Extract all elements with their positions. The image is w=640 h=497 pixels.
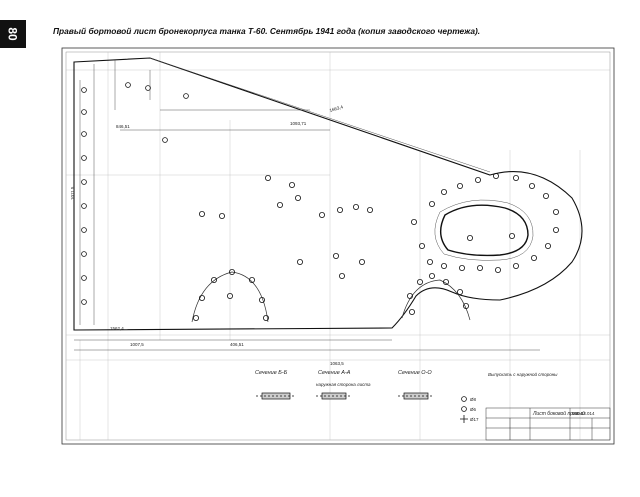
legend-label: Ø6 (470, 407, 477, 412)
page-number-tab: 80 (0, 20, 26, 48)
legend-symbols (460, 396, 468, 423)
bolt-holes (183, 93, 560, 321)
dimension-label: 1663,4 (329, 104, 344, 113)
section-label-o: Сечение О-О (398, 370, 432, 376)
lower-arc-right (401, 279, 471, 321)
dimension-label: 1007,5 (130, 342, 144, 347)
note-outer-side: наружная сторона листа (316, 382, 371, 387)
lower-arc-left (191, 271, 269, 323)
note-release: Выпускать с наружной стороны (488, 371, 558, 377)
plate-outline (73, 57, 583, 331)
title-block (485, 407, 611, 441)
drawing-inner-frame (65, 51, 611, 441)
section-label-b: Сечение Б-Б (255, 370, 288, 376)
section-views (256, 392, 434, 400)
drawing-frame (61, 47, 615, 445)
dimension-label: 1093,71 (290, 121, 307, 126)
dimension-label: 846,51 (116, 124, 130, 129)
title-block-name: Лист боковой правый (532, 410, 585, 417)
legend-label: Ø8 (470, 397, 477, 402)
construction-lines (66, 52, 610, 440)
legend-label: Ø17 (470, 417, 479, 422)
title-block-code: 060.03.014 (572, 411, 595, 416)
figure-caption: Правый бортовой лист бронекорпуса танка … (53, 26, 481, 36)
edge-holes (81, 82, 168, 305)
dimension-lines (74, 57, 540, 351)
dimension-label: 1011,5 (70, 186, 75, 200)
dimension-label: 1063,5 (330, 361, 344, 366)
section-label-a: Сечение А-А (318, 370, 351, 376)
inner-opening (440, 204, 529, 257)
dimension-label: 406,51 (230, 342, 244, 347)
dimension-label: 1562,4 (110, 326, 124, 331)
